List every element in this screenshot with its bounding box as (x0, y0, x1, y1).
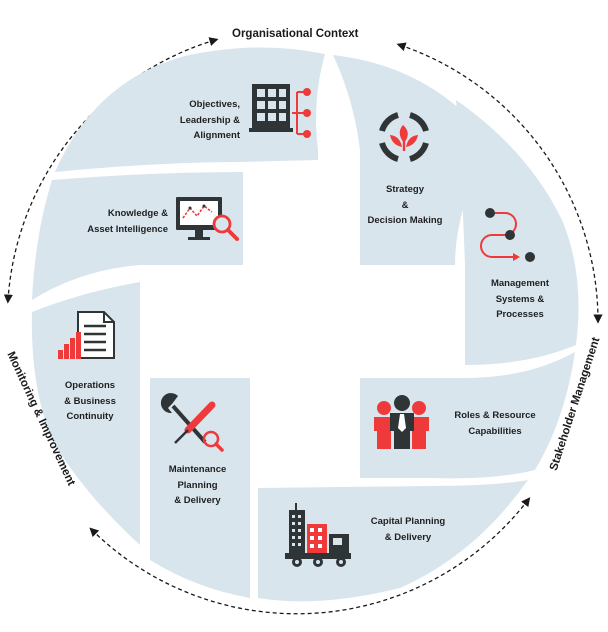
process-path-icon (480, 208, 535, 262)
segment-management (456, 100, 579, 365)
segment-label-objectives: Objectives, Leadership & Alignment (179, 99, 240, 141)
segment-label-management: Management Systems & Processes (490, 278, 550, 320)
segment-label-capital: Capital Planning & Delivery (370, 516, 446, 543)
segment-label-roles: Roles & Resource Capabilities (454, 410, 536, 437)
segment-label-operations: Operations & Business Continuity (64, 380, 116, 422)
plant-cycle-icon (379, 112, 429, 162)
segment-capital (258, 480, 528, 602)
arc-bottom (89, 497, 531, 615)
arc-top-left (3, 37, 219, 304)
segment-maintenance (150, 378, 250, 598)
document-chart-icon (58, 311, 115, 359)
segment-label-knowledge: Knowledge & Asset Intelligence (87, 208, 168, 235)
segment-label-strategy: Strategy & Decision Making (367, 184, 443, 226)
outer-label-top: Organisational Context (232, 28, 359, 40)
building-hierarchy-icon (249, 84, 311, 138)
segment-objectives (55, 47, 325, 172)
segment-label-maintenance: Maintenance Planning & Delivery (168, 464, 227, 506)
city-truck-icon (285, 503, 351, 567)
wrench-screwdriver-search-icon (160, 393, 224, 452)
team-people-icon (374, 395, 429, 449)
monitor-analytics-icon (176, 197, 239, 241)
arc-top-right (396, 42, 603, 324)
